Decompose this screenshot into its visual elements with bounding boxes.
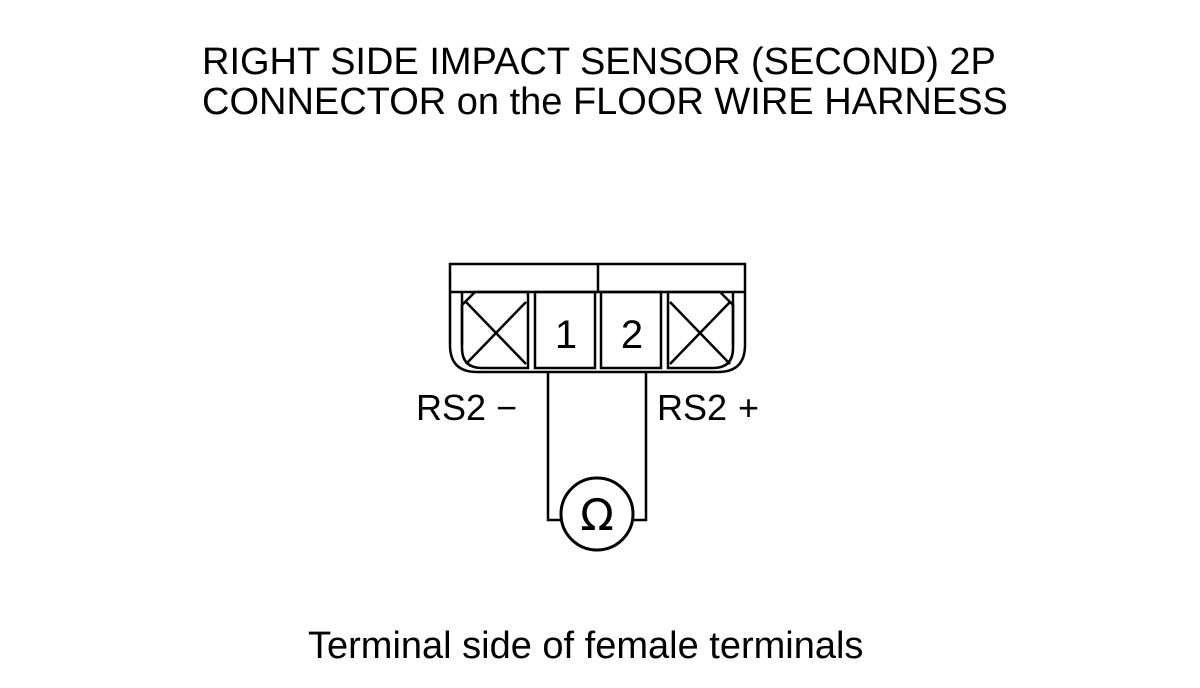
blocked-cavity-right: [666, 290, 735, 370]
wire-label-rs2-plus-text: RS2: [657, 387, 727, 428]
wire-label-rs2-plus: RS2 +: [657, 387, 759, 428]
pin-number-2: 2: [621, 313, 643, 357]
title-line-1: RIGHT SIDE IMPACT SENSOR (SECOND) 2P: [202, 41, 996, 83]
terminal-cavity-1: 1: [533, 290, 597, 370]
connector-housing: [448, 262, 747, 374]
wire-label-rs2-minus: RS2 −: [416, 387, 517, 428]
diagram-caption: Terminal side of female terminals: [308, 625, 864, 667]
blocked-cavity-left: [460, 290, 530, 370]
title-line-2: CONNECTOR on the FLOOR WIRE HARNESS: [202, 81, 1008, 123]
polarity-plus: +: [738, 387, 759, 428]
polarity-minus: −: [496, 387, 517, 428]
ohmmeter-icon: Ω: [559, 476, 635, 552]
pin-number-1: 1: [555, 313, 577, 357]
ohm-symbol: Ω: [580, 490, 614, 541]
terminal-cavity-2: 2: [599, 290, 663, 370]
diagram-title: RIGHT SIDE IMPACT SENSOR (SECOND) 2P CON…: [202, 42, 1008, 122]
probe-wires: [546, 372, 648, 522]
wire-label-rs2-minus-text: RS2: [416, 387, 486, 428]
